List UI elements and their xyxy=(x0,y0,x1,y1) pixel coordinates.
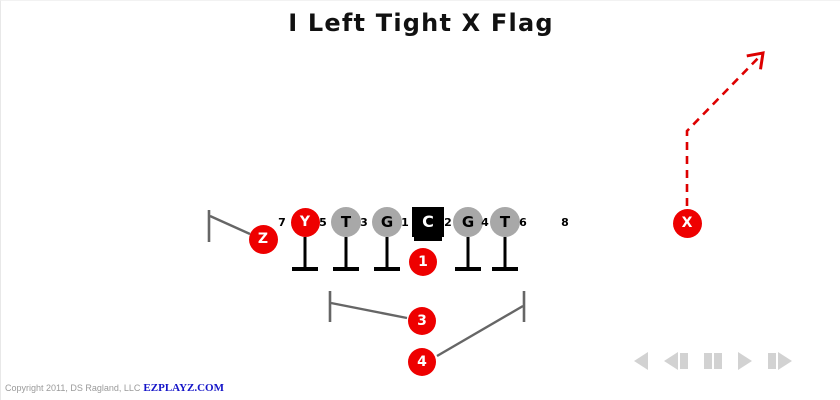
block-line-4 xyxy=(436,304,524,358)
player-label: X xyxy=(681,215,693,231)
play-button[interactable] xyxy=(738,352,752,370)
gap-number-6: 6 xyxy=(519,216,527,229)
player-center[interactable]: C xyxy=(412,207,444,237)
step-back-bar-icon xyxy=(680,353,688,369)
step-forward-icon xyxy=(778,352,792,370)
route-arrowhead-X xyxy=(746,51,765,70)
player-label: 3 xyxy=(417,313,427,329)
player-right-tackle[interactable]: T xyxy=(490,207,520,237)
playback-controls xyxy=(634,352,792,370)
player-label: 1 xyxy=(418,254,428,270)
player-label: T xyxy=(340,212,352,231)
step-forward-bar-icon xyxy=(768,353,776,369)
pause-icon-left xyxy=(704,353,712,369)
player-flanker[interactable]: Z xyxy=(248,224,278,254)
gap-number-5: 5 xyxy=(319,216,327,229)
player-right-guard[interactable]: G xyxy=(453,207,483,237)
step-backward-button[interactable] xyxy=(664,352,688,370)
play-icon xyxy=(738,352,752,370)
player-left-guard[interactable]: G xyxy=(372,207,402,237)
player-label: T xyxy=(499,212,511,231)
player-split-end[interactable]: X xyxy=(672,208,702,238)
rewind-icon xyxy=(634,352,648,370)
brand-link[interactable]: EZPLAYZ.COM xyxy=(143,382,224,394)
page-title: I Left Tight X Flag xyxy=(288,9,554,37)
pause-button[interactable] xyxy=(704,353,722,369)
gap-number-4: 4 xyxy=(481,216,489,229)
player-label: Y xyxy=(299,214,311,230)
player-left-tackle[interactable]: T xyxy=(331,207,361,237)
player-quarterback[interactable]: 1 xyxy=(409,248,437,276)
gap-number-7: 7 xyxy=(278,216,286,229)
pause-icon-right xyxy=(714,353,722,369)
block-line-3 xyxy=(330,301,408,320)
player-tight-end[interactable]: Y xyxy=(290,207,320,237)
rewind-button[interactable] xyxy=(634,352,648,370)
player-label: G xyxy=(461,212,475,231)
player-label: Z xyxy=(257,231,269,247)
step-forward-button[interactable] xyxy=(768,352,792,370)
player-tailback[interactable]: 4 xyxy=(408,348,436,376)
player-label: C xyxy=(422,212,434,231)
player-fullback[interactable]: 3 xyxy=(408,307,436,335)
gap-number-3: 3 xyxy=(360,216,368,229)
route-X-flag xyxy=(685,52,764,206)
step-back-icon xyxy=(664,352,678,370)
copyright-text: Copyright 2011, DS Ragland, LLC xyxy=(5,383,141,393)
player-label: G xyxy=(380,212,394,231)
block-assignment-lines xyxy=(207,210,526,358)
gap-number-2: 2 xyxy=(444,216,452,229)
block-line-Z xyxy=(209,214,251,236)
route-lines xyxy=(685,51,765,206)
player-label: 4 xyxy=(417,354,427,370)
gap-number-1: 1 xyxy=(401,216,409,229)
line-block-marks xyxy=(292,237,518,271)
gap-number-8: 8 xyxy=(561,216,569,229)
